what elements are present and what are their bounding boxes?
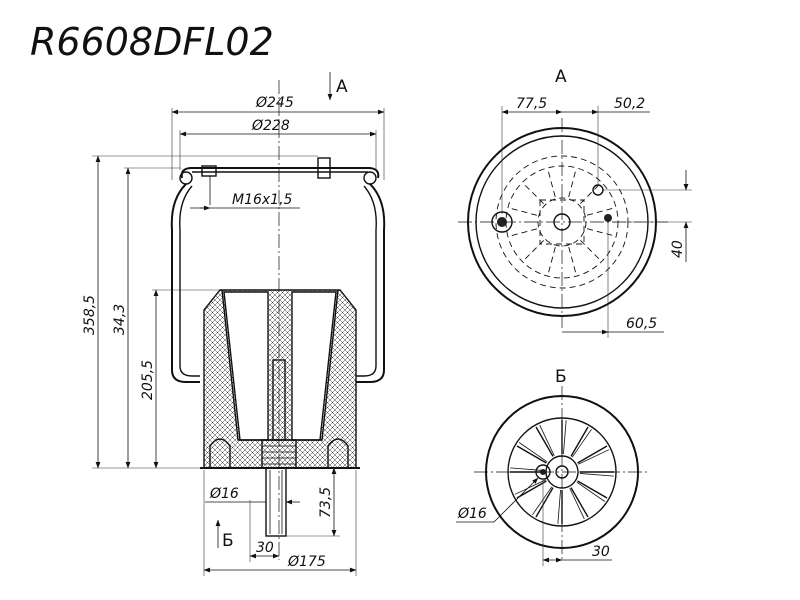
dim-stud-offset: 30 — [256, 540, 274, 556]
spoke-line — [514, 479, 546, 495]
recess-right-1 — [327, 438, 349, 468]
spoke-line — [586, 206, 617, 216]
dim-height-343: 34,3 — [112, 304, 128, 335]
dim-stud-length: 73,5 — [318, 487, 334, 518]
section-view: А Б Ø245 Ø228 M16x1,5 358,5 34,3 205,5 — [82, 72, 386, 576]
stud-fitting — [201, 165, 217, 177]
spoke-line — [539, 424, 555, 456]
recess-left-1 — [209, 438, 231, 468]
spoke-line — [576, 481, 606, 502]
dim-offset-left: 77,5 — [516, 96, 547, 112]
spoke-line — [580, 240, 602, 262]
top-small-hole — [604, 214, 612, 222]
top-dashed-square — [539, 199, 585, 245]
dim-bottom-offset: 30 — [592, 544, 610, 560]
dim-vertical-40: 40 — [670, 240, 686, 258]
drawing-title: R6608DFL02 — [30, 20, 274, 64]
right-bead — [363, 171, 377, 185]
spoke-line — [507, 207, 537, 216]
spoke-line — [516, 445, 547, 464]
top-view: А 77,5 50,2 40 60,5 — [458, 67, 692, 338]
arrow-b-label: Б — [222, 531, 234, 551]
view-a-title: А — [555, 67, 567, 87]
bellow-left-inner — [179, 185, 200, 377]
dim-offset-right: 50,2 — [614, 96, 645, 112]
spoke-line — [577, 445, 608, 464]
spoke-line — [507, 228, 538, 238]
spoke-line — [563, 420, 567, 455]
bottom-stud — [265, 467, 287, 537]
dim-stud-diameter: Ø16 — [209, 486, 239, 502]
spoke-line — [535, 426, 554, 457]
bottom-ribs — [510, 420, 614, 524]
dim-thread: M16x1,5 — [232, 192, 293, 208]
spoke-line — [518, 442, 548, 463]
bellow-right-outer — [356, 183, 386, 383]
dim-base-diameter: Ø175 — [287, 554, 326, 570]
spoke-line — [587, 228, 617, 237]
spoke-line — [532, 486, 553, 516]
dim-plate-diameter: Ø228 — [251, 118, 290, 134]
spoke-line — [535, 487, 554, 518]
spoke-line — [571, 428, 592, 458]
dim-height-205: 205,5 — [140, 360, 156, 400]
spoke-line — [569, 488, 585, 520]
bellow-right-inner — [356, 185, 377, 377]
view-b-title: Б — [555, 367, 567, 387]
spoke-line — [568, 167, 577, 197]
spoke-line — [510, 467, 545, 471]
bottom-view: Б Ø16 30 — [456, 367, 650, 566]
dim-hole-diameter: Ø16 — [457, 506, 487, 522]
leader-hole16 — [493, 477, 539, 523]
spoke-line — [577, 480, 608, 499]
dim-horizontal-605: 60,5 — [626, 316, 657, 332]
spoke-line — [516, 480, 547, 499]
dim-outer-diameter: Ø245 — [255, 95, 294, 111]
spoke-line — [579, 473, 614, 477]
spoke-line — [570, 426, 589, 457]
spoke-line — [570, 487, 589, 518]
dim-total-height: 358,5 — [82, 295, 98, 335]
spoke-line — [546, 167, 556, 198]
arrow-a-label: А — [336, 77, 348, 97]
spoke-line — [557, 489, 561, 524]
spoke-line — [547, 247, 556, 277]
air-fitting — [317, 157, 331, 179]
spoke-line — [568, 246, 578, 277]
bellow-left-outer — [170, 183, 200, 383]
spoke-line — [578, 449, 610, 465]
